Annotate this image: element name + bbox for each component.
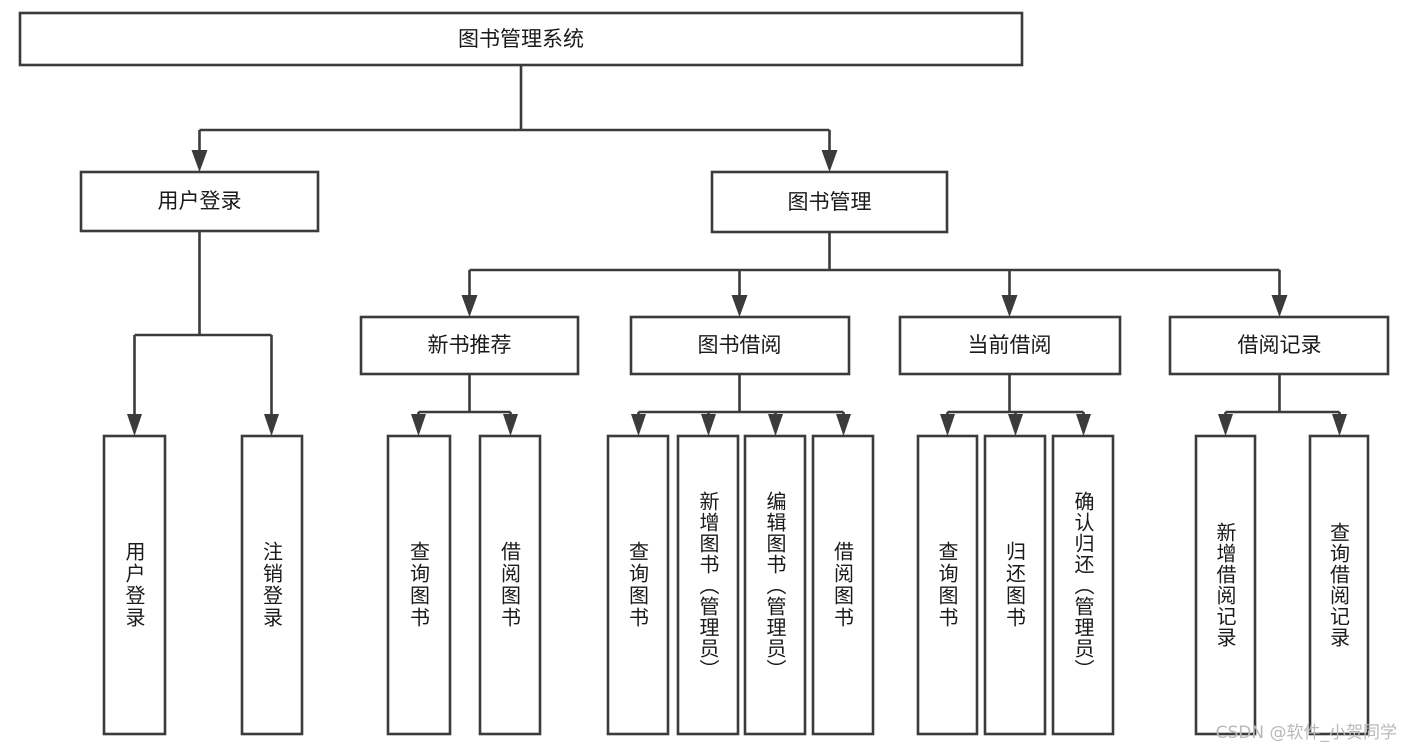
- node-leaf-add-borrow-record-label-wrap: 新增借阅记录: [1213, 522, 1237, 648]
- node-book-manage-box[interactable]: [710, 170, 949, 234]
- arrow-head-leaf-edit-book-admin: [768, 414, 783, 436]
- node-leaf-user-login-box[interactable]: [102, 434, 167, 736]
- node-current-borrow-label: 当前借阅: [968, 333, 1052, 357]
- node-leaf-return-book-label: 归还图书: [1002, 541, 1027, 629]
- node-leaf-add-book-admin-box[interactable]: [676, 434, 740, 736]
- node-leaf-borrow-book-1[interactable]: 借阅图书: [478, 434, 542, 736]
- node-new-book-recommend[interactable]: 新书推荐: [359, 315, 580, 376]
- connector-layer: [127, 65, 1347, 436]
- node-leaf-add-borrow-record[interactable]: 新增借阅记录: [1194, 434, 1257, 736]
- node-leaf-user-logout-label-wrap: 注销登录: [259, 541, 284, 629]
- node-root-box[interactable]: [18, 11, 1024, 67]
- arrow-head-current-borrow: [1001, 295, 1018, 317]
- node-leaf-edit-book-admin-label: 编辑图书（管理员）: [763, 490, 787, 680]
- node-user-login-box[interactable]: [79, 170, 320, 233]
- node-leaf-query-borrow-record-label-wrap: 查询借阅记录: [1326, 522, 1351, 648]
- node-leaf-borrow-book-2-box[interactable]: [811, 434, 875, 736]
- node-leaf-query-borrow-record-label: 查询借阅记录: [1326, 522, 1351, 648]
- arrow-head-leaf-query-book-2: [631, 414, 646, 436]
- node-leaf-query-book-2-label-wrap: 查询图书: [625, 541, 650, 629]
- node-leaf-query-book-1[interactable]: 查询图书: [386, 434, 452, 736]
- node-book-borrow-box[interactable]: [629, 315, 851, 376]
- arrow-head-user-login: [191, 150, 208, 172]
- node-leaf-confirm-return-admin-label: 确认归还（管理员）: [1071, 490, 1095, 680]
- node-leaf-user-logout-label: 注销登录: [259, 541, 284, 629]
- arrow-head-leaf-borrow-book-1: [503, 414, 518, 436]
- node-leaf-borrow-book-1-label: 借阅图书: [497, 541, 522, 629]
- arrow-head-borrow-record: [1271, 295, 1288, 317]
- node-leaf-add-book-admin-label-wrap: 新增图书（管理员）: [696, 490, 720, 680]
- node-leaf-return-book-box[interactable]: [983, 434, 1047, 736]
- arrow-head-leaf-confirm-return-admin: [1076, 414, 1091, 436]
- arrow-head-leaf-query-book-3: [940, 414, 955, 436]
- arrow-head-new-book-recommend: [461, 295, 478, 317]
- node-current-borrow[interactable]: 当前借阅: [898, 315, 1122, 376]
- arrow-head-leaf-borrow-book-2: [836, 414, 851, 436]
- node-leaf-user-login-label-wrap: 用户登录: [122, 541, 146, 629]
- arrow-head-book-manage: [821, 150, 838, 172]
- node-borrow-record-label: 借阅记录: [1238, 333, 1322, 357]
- arrow-head-leaf-query-borrow-record: [1332, 414, 1347, 436]
- arrow-head-leaf-query-book-1: [411, 414, 426, 436]
- node-leaf-query-book-2-label: 查询图书: [625, 541, 650, 629]
- node-current-borrow-box[interactable]: [898, 315, 1122, 376]
- node-leaf-query-book-3[interactable]: 查询图书: [916, 434, 979, 736]
- node-leaf-borrow-book-2-label-wrap: 借阅图书: [830, 541, 855, 629]
- node-book-borrow-label: 图书借阅: [698, 333, 782, 357]
- node-leaf-return-book[interactable]: 归还图书: [983, 434, 1047, 736]
- node-book-borrow[interactable]: 图书借阅: [629, 315, 851, 376]
- node-leaf-borrow-book-1-box[interactable]: [478, 434, 542, 736]
- node-leaf-query-borrow-record-box[interactable]: [1308, 434, 1370, 736]
- arrow-head-leaf-return-book: [1008, 414, 1023, 436]
- node-borrow-record-box[interactable]: [1168, 315, 1390, 376]
- node-new-book-recommend-label: 新书推荐: [428, 333, 512, 357]
- node-leaf-add-borrow-record-label: 新增借阅记录: [1213, 522, 1237, 648]
- node-leaf-add-borrow-record-box[interactable]: [1194, 434, 1257, 736]
- node-leaf-user-login-label: 用户登录: [122, 541, 146, 629]
- node-leaf-confirm-return-admin-box[interactable]: [1051, 434, 1115, 736]
- node-leaf-borrow-book-2-label: 借阅图书: [830, 541, 855, 629]
- node-leaf-query-book-3-box[interactable]: [916, 434, 979, 736]
- node-leaf-query-book-1-label: 查询图书: [406, 541, 431, 629]
- node-book-manage[interactable]: 图书管理: [710, 170, 949, 234]
- node-user-login[interactable]: 用户登录: [79, 170, 320, 233]
- node-leaf-user-logout-box[interactable]: [240, 434, 304, 736]
- node-leaf-query-book-2[interactable]: 查询图书: [606, 434, 670, 736]
- node-leaf-borrow-book-1-label-wrap: 借阅图书: [497, 541, 522, 629]
- node-leaf-user-logout[interactable]: 注销登录: [240, 434, 304, 736]
- node-leaf-query-book-3-label: 查询图书: [935, 541, 959, 629]
- node-leaf-confirm-return-admin-label-wrap: 确认归还（管理员）: [1071, 490, 1095, 680]
- node-borrow-record[interactable]: 借阅记录: [1168, 315, 1390, 376]
- arrow-head-leaf-user-logout: [264, 414, 279, 436]
- node-leaf-edit-book-admin-box[interactable]: [743, 434, 807, 736]
- node-leaf-confirm-return-admin[interactable]: 确认归还（管理员）: [1051, 434, 1115, 736]
- node-user-login-label: 用户登录: [158, 189, 242, 213]
- node-leaf-query-book-1-label-wrap: 查询图书: [406, 541, 431, 629]
- node-leaf-edit-book-admin[interactable]: 编辑图书（管理员）: [743, 434, 807, 736]
- node-leaf-user-login[interactable]: 用户登录: [102, 434, 167, 736]
- arrow-head-leaf-add-borrow-record: [1218, 414, 1233, 436]
- node-leaf-return-book-label-wrap: 归还图书: [1002, 541, 1027, 629]
- node-leaf-borrow-book-2[interactable]: 借阅图书: [811, 434, 875, 736]
- node-root[interactable]: 图书管理系统: [18, 11, 1024, 67]
- node-leaf-add-book-admin-label: 新增图书（管理员）: [696, 490, 720, 680]
- node-leaf-query-book-1-box[interactable]: [386, 434, 452, 736]
- node-leaf-add-book-admin[interactable]: 新增图书（管理员）: [676, 434, 740, 736]
- node-leaf-edit-book-admin-label-wrap: 编辑图书（管理员）: [763, 490, 787, 680]
- node-book-manage-label: 图书管理: [788, 190, 872, 214]
- arrow-head-book-borrow: [731, 295, 748, 317]
- node-root-label: 图书管理系统: [458, 27, 584, 51]
- node-leaf-query-book-2-box[interactable]: [606, 434, 670, 736]
- node-leaf-query-borrow-record[interactable]: 查询借阅记录: [1308, 434, 1370, 736]
- arrow-head-leaf-user-login: [127, 414, 142, 436]
- arrow-head-leaf-add-book-admin: [701, 414, 716, 436]
- node-leaf-query-book-3-label-wrap: 查询图书: [935, 541, 959, 629]
- node-new-book-recommend-box[interactable]: [359, 315, 580, 376]
